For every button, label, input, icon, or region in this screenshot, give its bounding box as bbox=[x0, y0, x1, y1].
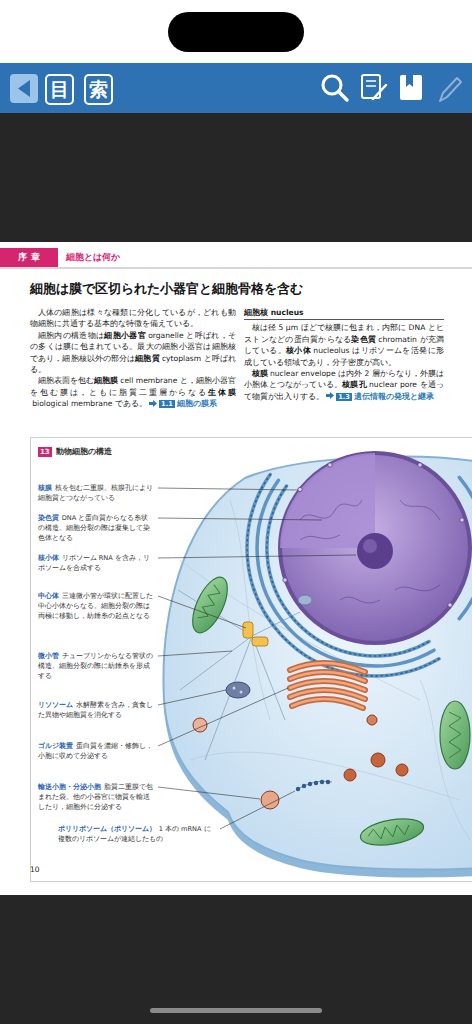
animal-cell bbox=[164, 453, 472, 878]
term: 核小体 bbox=[286, 346, 311, 355]
callout: 微小管チューブリンからなる管状の構造。細胞分裂の際に紡錘糸を形成する bbox=[38, 651, 154, 681]
callout-term: 核小体 bbox=[38, 554, 59, 562]
home-indicator bbox=[150, 1008, 322, 1013]
menu-button-text: 目 bbox=[50, 78, 69, 100]
right-column: 細胞核 nucleus 核は径 5 μm ほどで核膜に包まれ，内部に DNA とヒ… bbox=[244, 307, 444, 402]
callout: 核膜核を包む二重膜。核膜孔により細胞質とつながっている bbox=[38, 483, 154, 503]
left-column: 人体の細胞は様々な種類に分化しているが，どれも動物細胞に共通する基本的な特徴を備… bbox=[30, 307, 236, 410]
toolbar-slot: 索 bbox=[84, 74, 113, 105]
callout: 中心体三連微小管が環状に配置した中心小体からなる。細胞分裂の際は両極に移動し，紡… bbox=[38, 591, 154, 621]
term: 核膜孔 bbox=[342, 380, 367, 389]
callout-term: リソソーム bbox=[38, 701, 73, 709]
page-number-slot: 10 bbox=[30, 865, 40, 875]
paragraph: 核は径 5 μm ほどで核膜に包まれ，内部に DNA とヒストンなどの蛋白質から… bbox=[244, 322, 444, 368]
reference-badge-text: 1.1 bbox=[161, 400, 173, 408]
callout: リソソーム水解酵素を含み，貪食した異物や細胞質を消化する bbox=[38, 700, 154, 720]
reference-badge: 1.1 bbox=[159, 400, 175, 408]
paragraph: 細胞核 nucleus bbox=[244, 307, 444, 320]
callout-term: ゴルジ装置 bbox=[38, 742, 73, 750]
paragraph: 人体の細胞は様々な種類に分化しているが，どれも動物細胞に共通する基本的な特徴を備… bbox=[30, 307, 236, 330]
reference-badge-text: 1.3 bbox=[338, 393, 350, 401]
callout-term: ポリリボソーム（ポリソーム） bbox=[58, 825, 156, 833]
chapter-tab: 序 章 bbox=[0, 248, 58, 267]
index-button: 索 bbox=[84, 74, 113, 105]
figure-caption: 13 動物細胞の構造 bbox=[38, 446, 112, 457]
reference-arrow bbox=[149, 400, 157, 407]
page-number: 10 bbox=[30, 865, 40, 874]
paragraph: 核膜nuclear envelope は内外 2 層からなり，外膜は小胞体とつな… bbox=[244, 368, 444, 402]
chapter-tab-text: 序 章 bbox=[18, 252, 39, 262]
caption-text: 動物細胞の構造 bbox=[56, 447, 112, 456]
term: 染色質 bbox=[351, 335, 376, 344]
toolbar-slot: 目 bbox=[45, 74, 74, 105]
figure-number: 13 bbox=[38, 447, 52, 457]
callout: 核小体リボソーム RNA を含み，リボソームを合成する bbox=[38, 553, 154, 573]
menu-button: 目 bbox=[45, 74, 74, 105]
camera-notch bbox=[168, 12, 304, 52]
callout-term: 輸送小胞・分泌小胞 bbox=[38, 783, 101, 791]
reference-link: 細胞の膜系 bbox=[177, 399, 217, 408]
page-title: 細胞は膜で区切られた小器官と細胞骨格を含む bbox=[30, 280, 460, 298]
leader-lines bbox=[158, 488, 356, 829]
reference-arrow bbox=[326, 392, 334, 399]
tab-slot: 序 章 bbox=[0, 248, 58, 267]
reference-link: 遺伝情報の発現と継承 bbox=[354, 392, 434, 401]
paragraph: 細胞内の構造物は細胞小器官organelle と呼ばれ，その多くは膜に包まれてい… bbox=[30, 330, 236, 376]
term: 細胞小器官 bbox=[104, 331, 146, 340]
header-rule bbox=[0, 268, 472, 269]
section-heading: 細胞核 nucleus bbox=[244, 308, 304, 317]
term: 生体膜 bbox=[208, 388, 236, 397]
chapter-heading: 細胞とは何か bbox=[66, 252, 120, 262]
callout-term: 核膜 bbox=[38, 484, 52, 492]
callout: 輸送小胞・分泌小胞脂質二重膜で包まれた袋。他の小器官に物質を輸送したり，細胞外に… bbox=[38, 782, 154, 812]
reference-badge: 1.3 bbox=[336, 393, 352, 401]
body-text: 細胞表面を包む bbox=[38, 376, 94, 385]
term: 細胞質 bbox=[135, 354, 159, 363]
callout: ゴルジ装置蛋白質を濃縮・修飾し，小胞に収めて分泌する bbox=[38, 741, 154, 761]
term: 核膜 bbox=[252, 369, 268, 378]
title-text: 細胞は膜で区切られた小器官と細胞骨格を含む bbox=[30, 281, 303, 296]
toolbar-icons bbox=[10, 74, 461, 103]
body-text: biological membrane である。 bbox=[32, 399, 147, 408]
running-head: 細胞とは何か bbox=[66, 251, 120, 264]
term: 細胞膜 bbox=[94, 376, 118, 385]
callout: ポリリボソーム（ポリソーム）1 本の mRNA に複数のリボソームが連結したもの bbox=[58, 824, 215, 844]
callout-text: 核を包む二重膜。核膜孔により細胞質とつながっている bbox=[38, 484, 153, 502]
paragraph: 細胞表面を包む細胞膜cell membrane と，細胞小器官を包む膜は，ともに… bbox=[30, 375, 236, 409]
figure-number-text: 13 bbox=[40, 448, 50, 456]
callout-term: 染色質 bbox=[38, 514, 59, 522]
callout: 染色質DNA と蛋白質からなる糸状の構造。細胞分裂の際は凝集して染色体となる bbox=[38, 513, 154, 543]
body-text: 細胞内の構造物は bbox=[38, 331, 105, 340]
callout-term: 微小管 bbox=[38, 652, 59, 660]
callout-term: 中心体 bbox=[38, 592, 59, 600]
body-text: 人体の細胞は様々な種類に分化しているが，どれも動物細胞に共通する基本的な特徴を備… bbox=[30, 308, 236, 328]
index-button-text: 索 bbox=[89, 78, 108, 100]
